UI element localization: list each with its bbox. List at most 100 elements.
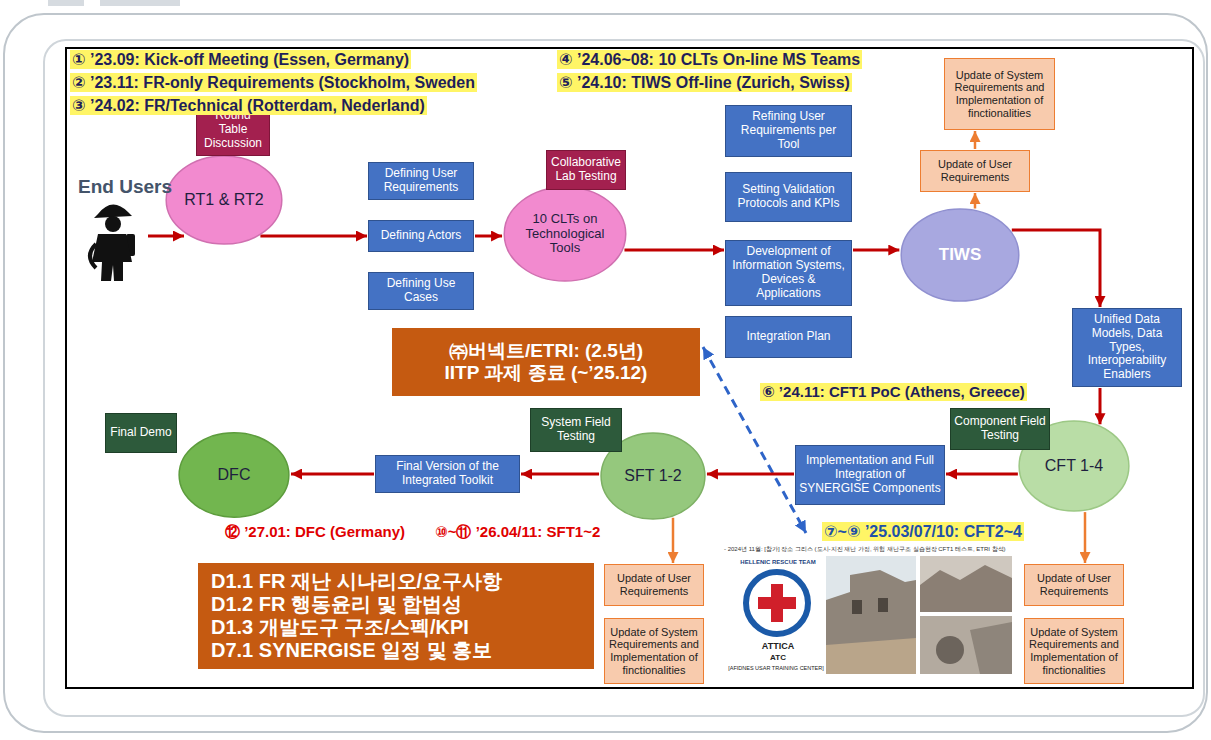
node-text: D1.1 FR 재난 시나리오/요구사항 [211,570,502,593]
flow-arrow [624,249,724,252]
device-frame [48,0,84,6]
field-photo [826,570,916,674]
device-frame [44,40,1204,716]
firefighter-icon [90,204,135,281]
text-wrap: Integration Plan [729,330,848,344]
ellipse-shape [504,187,626,281]
node-text: Implementation and Full Integration of S… [799,454,941,495]
process-box: Update of User Requirements [1024,564,1124,606]
milestone-note: ① ’23.09: Kick-off Meeting (Essen, Germa… [70,50,411,69]
node-text: Defining Actors [381,229,462,243]
stage-ellipse: RT1 & RT2 [165,155,283,245]
process-box: D1.1 FR 재난 시나리오/요구사항D1.2 FR 행동윤리 및 합법성D1… [198,563,594,669]
flow-arrow [1099,388,1102,424]
node-text: DFC [218,466,251,484]
process-box: Final Demo [105,413,177,453]
node-text: Update of System Requirements and Implem… [1028,626,1120,677]
device-frame [4,0,1207,732]
slide-border [66,48,1193,688]
text-wrap: Unified Data Models, Data Types, Interop… [1076,313,1178,382]
node-text: ㈜버넥트/ETRI: (2.5년) [449,340,643,362]
dashed-link [703,347,806,533]
process-box: Final Version of the Integrated Toolkit [375,455,520,493]
field-photo [936,636,964,664]
node-text: Defining User Requirements [372,167,470,195]
node-text: Defining Use Cases [372,277,470,305]
flow-arrow [1084,512,1087,563]
firefighter-icon [90,244,96,268]
logo-text: ATC [732,653,824,663]
text-wrap: Defining Use Cases [372,277,470,305]
text-wrap: Implementation and Full Integration of S… [799,454,941,495]
process-box: Refining User Requirements per Tool [725,105,852,157]
node-text: Round Table Discussion [200,109,266,150]
text-wrap: Defining Actors [372,229,470,243]
rescue-logo [758,597,796,609]
field-photo [826,556,1012,674]
firefighter-icon [105,216,121,232]
process-box: Defining User Requirements [368,162,474,200]
node-text: D1.2 FR 행동윤리 및 합법성 [211,593,462,616]
rescue-logo [771,584,783,622]
node-text: RT1 & RT2 [184,191,263,209]
flow-arrow [1012,230,1100,307]
milestone-note: ⑤ ’24.10: TIWS Off-line (Zurich, Swiss) [557,73,852,92]
text-wrap: Update of System Requirements and Implem… [608,626,700,677]
node-text: 10 CLTs on Technological Tools [521,212,610,257]
node-text: Update of User Requirements [608,572,700,597]
text-wrap: Final Version of the Integrated Toolkit [379,460,516,488]
firefighter-icon [92,234,132,281]
logo-text: ATTICA [732,641,824,652]
flow-arrow [521,473,599,476]
process-box: Implementation and Full Integration of S… [795,445,945,505]
field-photo [852,600,862,614]
photo-caption: - 2024년 11월: [참가] 장소 그리스 (도시-지진 재난 가정, 위… [724,546,1006,553]
process-box: Update of User Requirements [604,564,704,606]
flow-arrow [946,473,1018,476]
process-box: System Field Testing [530,408,622,452]
node-text: Update of System Requirements and Implem… [608,626,700,677]
rescue-logo [746,572,808,634]
node-text: D1.3 개발도구 구조/스펙/KPI [211,616,469,639]
node-text: SFT 1-2 [624,467,682,485]
rescue-logo [746,572,808,634]
milestone-note: ⑩~⑪ ’26.04/11: SFT1~2 [435,523,600,541]
node-text: Setting Validation Protocols and KPIs [729,183,848,211]
milestone-note: ② ’23.11: FR-only Requirements (Stockhol… [70,73,477,92]
field-photo [826,556,916,674]
stage-ellipse: 10 CLTs on Technological Tools [503,186,627,282]
process-box: Update of User Requirements [920,150,1030,192]
milestone-note: ⑥ ’24.11: CFT1 PoC (Athens, Greece) [760,383,1027,401]
process-box: Development of Information Systems, Devi… [725,240,852,306]
node-text: Collaborative Lab Testing [550,156,622,184]
firefighter-icon [126,234,135,256]
text-wrap: Update of User Requirements [608,572,700,597]
process-box: Unified Data Models, Data Types, Interop… [1072,308,1182,387]
flow-arrow [974,131,977,149]
node-text: Unified Data Models, Data Types, Interop… [1076,313,1178,382]
stage-ellipse: DFC [178,432,290,518]
process-box: Update of System Requirements and Implem… [604,618,704,684]
text-wrap: ㈜버넥트/ETRI: (2.5년)IITP 과제 종료 (~’25.12) [396,340,696,384]
device-frame [100,0,180,6]
process-box: Setting Validation Protocols and KPIs [725,172,852,222]
flow-arrow [475,235,502,238]
flow-arrow [672,518,675,563]
milestone-note: ⑦~⑨ ’25.03/07/10: CFT2~4 [822,522,1024,541]
field-photo [826,638,916,674]
text-wrap: System Field Testing [534,416,618,444]
node-text: System Field Testing [534,416,618,444]
text-wrap: RT1 & RT2 [182,191,267,209]
milestone-note: ⑫ ’27.01: DFC (Germany) [225,523,405,541]
text-wrap: Update of System Requirements and Implem… [948,69,1051,120]
text-wrap: 10 CLTs on Technological Tools [521,212,610,257]
text-wrap: Defining User Requirements [372,167,470,195]
text-wrap: Component Field Testing [954,415,1046,443]
node-text: Integration Plan [746,330,830,344]
flow-arrow [707,473,794,476]
text-wrap: Refining User Requirements per Tool [729,110,848,151]
milestone-note: ④ ’24.06~08: 10 CLTs On-line MS Teams [557,50,862,69]
text-wrap: SFT 1-2 [615,467,691,485]
process-box: Integration Plan [725,316,852,358]
milestone-note: ③ ’24.02: FR/Technical (Rotterdam, Neder… [70,96,427,115]
